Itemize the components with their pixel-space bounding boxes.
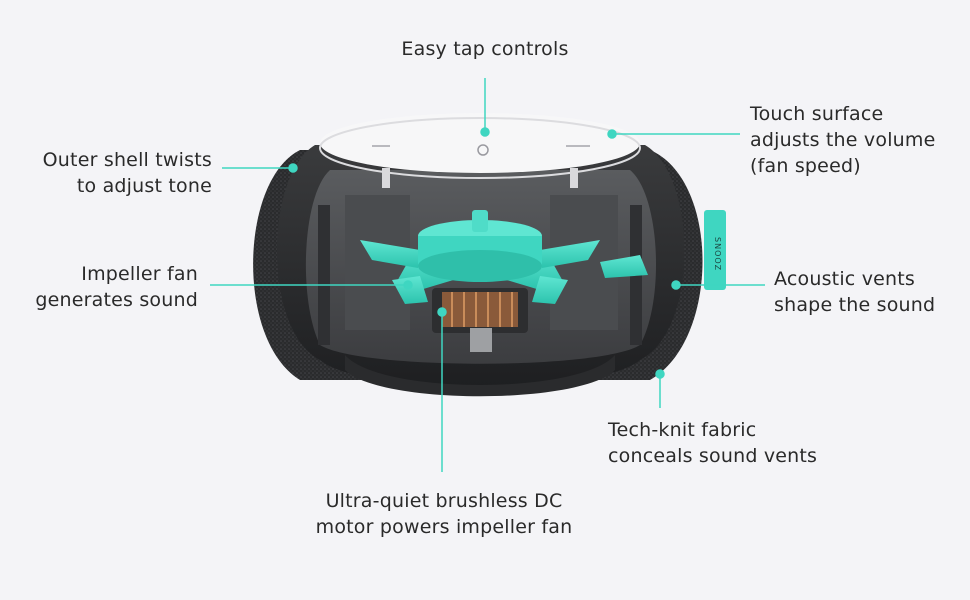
inner-left-chamber [345, 195, 410, 330]
label-touch-surface: Touch surface adjusts the volume (fan sp… [750, 103, 936, 177]
base-bottom [345, 355, 615, 397]
power-icon [477, 144, 489, 156]
label-motor: Ultra-quiet brushless DC motor powers im… [315, 490, 573, 538]
label-easy-tap-controls: Easy tap controls [401, 38, 569, 60]
inner-right-chamber [550, 195, 618, 330]
label-outer-shell: Outer shell twists to adjust tone [42, 149, 212, 197]
label-acoustic-vents: Acoustic vents shape the sound [774, 268, 936, 316]
callout-lines [210, 78, 765, 472]
left-wall [318, 205, 330, 345]
side-tag [704, 210, 726, 290]
side-tag-text: SNOOZ [713, 237, 722, 272]
label-impeller-fan: Impeller fan generates sound [35, 263, 198, 311]
impeller-cap [472, 210, 488, 232]
motor-coil [442, 292, 518, 327]
motor-shaft [470, 328, 492, 352]
label-tech-knit: Tech-knit fabric conceals sound vents [608, 419, 818, 467]
touch-surface-disc [320, 113, 640, 173]
